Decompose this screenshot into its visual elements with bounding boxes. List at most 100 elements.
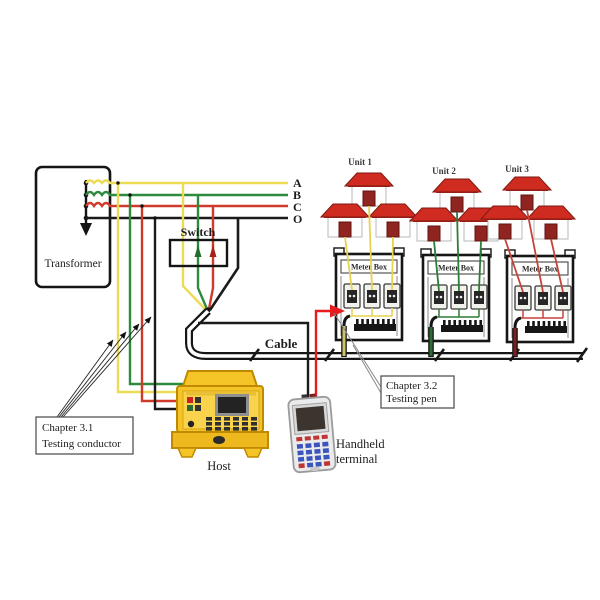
cable-duct: Cable bbox=[185, 308, 589, 363]
testing-pen-arrow-icon bbox=[330, 304, 345, 318]
test-wire-red bbox=[140, 206, 190, 403]
handheld-label: Handheld terminal bbox=[336, 437, 385, 466]
phase-b-line bbox=[85, 190, 288, 198]
meters bbox=[430, 284, 488, 310]
host-foot bbox=[242, 447, 264, 458]
drop-hook bbox=[513, 316, 522, 329]
unit-3: Unit 3 bbox=[480, 164, 576, 293]
house bbox=[526, 205, 576, 240]
unit-3-label: Unit 3 bbox=[505, 164, 529, 174]
callout-31-leader-lines bbox=[56, 316, 152, 418]
junction-dot bbox=[153, 216, 157, 220]
junction-dot bbox=[128, 193, 132, 197]
host-device: Host bbox=[171, 370, 269, 473]
switch-wire-red bbox=[207, 206, 215, 310]
meter-box-1: Meter Box bbox=[333, 247, 405, 342]
handheld-black-wire bbox=[198, 321, 310, 400]
phase-bus-lines: A B C O bbox=[85, 176, 302, 226]
host-label: Host bbox=[207, 459, 231, 473]
callout-31-line1: Chapter 3.1 bbox=[42, 422, 93, 434]
host-connector bbox=[187, 405, 193, 411]
meter-box-2: Meter Box bbox=[420, 248, 492, 343]
handheld-terminal bbox=[287, 393, 337, 474]
meter-loop-wires bbox=[521, 310, 564, 319]
handheld-label-line2: terminal bbox=[336, 452, 378, 466]
switch-assembly: Switch bbox=[168, 183, 240, 313]
callout-32-box bbox=[380, 375, 455, 409]
phase-a-label: A bbox=[293, 176, 302, 190]
switch-wire-green bbox=[196, 195, 209, 310]
host-connector bbox=[187, 397, 193, 403]
neutral-drop-wire bbox=[208, 218, 240, 311]
host-connector bbox=[195, 405, 201, 411]
phase-o-label: O bbox=[293, 212, 302, 226]
box-header bbox=[340, 259, 398, 274]
cable-hatches bbox=[248, 347, 589, 363]
handheld-speaker bbox=[309, 466, 320, 472]
host-connector bbox=[195, 397, 201, 403]
flow-arrow-icon bbox=[209, 245, 217, 257]
transformer-label: Transformer bbox=[44, 258, 101, 270]
callout-32-line2: Testing pen bbox=[386, 393, 437, 405]
junction-dot bbox=[116, 181, 120, 185]
unit-2-service-wires bbox=[433, 211, 482, 292]
transformer-box bbox=[34, 165, 112, 289]
unit-1: Unit 1 bbox=[320, 157, 418, 291]
house bbox=[432, 178, 482, 213]
house bbox=[480, 205, 530, 240]
unit-1-label: Unit 1 bbox=[348, 157, 372, 167]
terminal-strip bbox=[441, 320, 483, 332]
meter-box-label: Meter Box bbox=[522, 265, 558, 274]
transformer: Transformer bbox=[34, 165, 112, 289]
callout-testing-conductor: Chapter 3.1 Testing conductor bbox=[35, 316, 152, 455]
meter-loop-wires bbox=[437, 309, 480, 318]
handheld-wires bbox=[198, 304, 345, 400]
phase-c-label: C bbox=[293, 200, 302, 214]
house bbox=[409, 207, 459, 242]
unit-2: Unit 2 bbox=[409, 166, 506, 292]
handheld-keypad bbox=[296, 434, 331, 469]
callout-32-line1: Chapter 3.2 bbox=[386, 380, 437, 392]
house bbox=[502, 176, 552, 211]
unit-2-label: Unit 2 bbox=[432, 166, 456, 176]
meter-box-label: Meter Box bbox=[438, 264, 474, 273]
testing-pen-wire bbox=[314, 309, 330, 400]
box-header bbox=[427, 260, 485, 275]
host-foot bbox=[176, 447, 198, 458]
cable-label: Cable bbox=[265, 336, 298, 351]
callout-31-line2: Testing conductor bbox=[42, 438, 121, 450]
drop-hook bbox=[429, 315, 438, 328]
phase-a-line bbox=[85, 179, 288, 185]
host-screen bbox=[218, 397, 246, 413]
house bbox=[344, 172, 394, 207]
callout-testing-pen: Chapter 3.2 Testing pen bbox=[333, 312, 455, 409]
host-base-knob bbox=[213, 436, 225, 444]
switch-label: Switch bbox=[181, 225, 216, 239]
switch-box bbox=[168, 238, 229, 268]
meter-box-cable-drops bbox=[341, 326, 518, 357]
test-wire-yellow bbox=[116, 183, 192, 394]
terminal-strip bbox=[354, 319, 396, 331]
host-label-strip bbox=[186, 392, 256, 396]
switch-wire-yellow bbox=[181, 183, 206, 310]
transformer-ground-arrow-icon bbox=[80, 223, 92, 236]
phase-c-line bbox=[85, 201, 288, 209]
unit-1-service-wires bbox=[344, 205, 394, 291]
handheld-screen bbox=[295, 405, 326, 432]
handheld-label-line1: Handheld bbox=[336, 437, 385, 451]
meter-box-label: Meter Box bbox=[351, 263, 387, 272]
terminal-strip bbox=[525, 321, 567, 333]
meter-loop-wires bbox=[350, 308, 393, 317]
host-lid bbox=[181, 370, 259, 387]
meter-box-3: Meter Box bbox=[504, 249, 576, 344]
callout-31-box bbox=[35, 416, 134, 455]
junction-dot bbox=[140, 204, 144, 208]
callout-32-leader-lines bbox=[333, 312, 382, 394]
unit-3-service-wires bbox=[504, 209, 564, 293]
drop-hook bbox=[342, 314, 351, 327]
cable-inner bbox=[187, 309, 583, 358]
house bbox=[320, 203, 370, 238]
host-power-button bbox=[187, 420, 195, 428]
